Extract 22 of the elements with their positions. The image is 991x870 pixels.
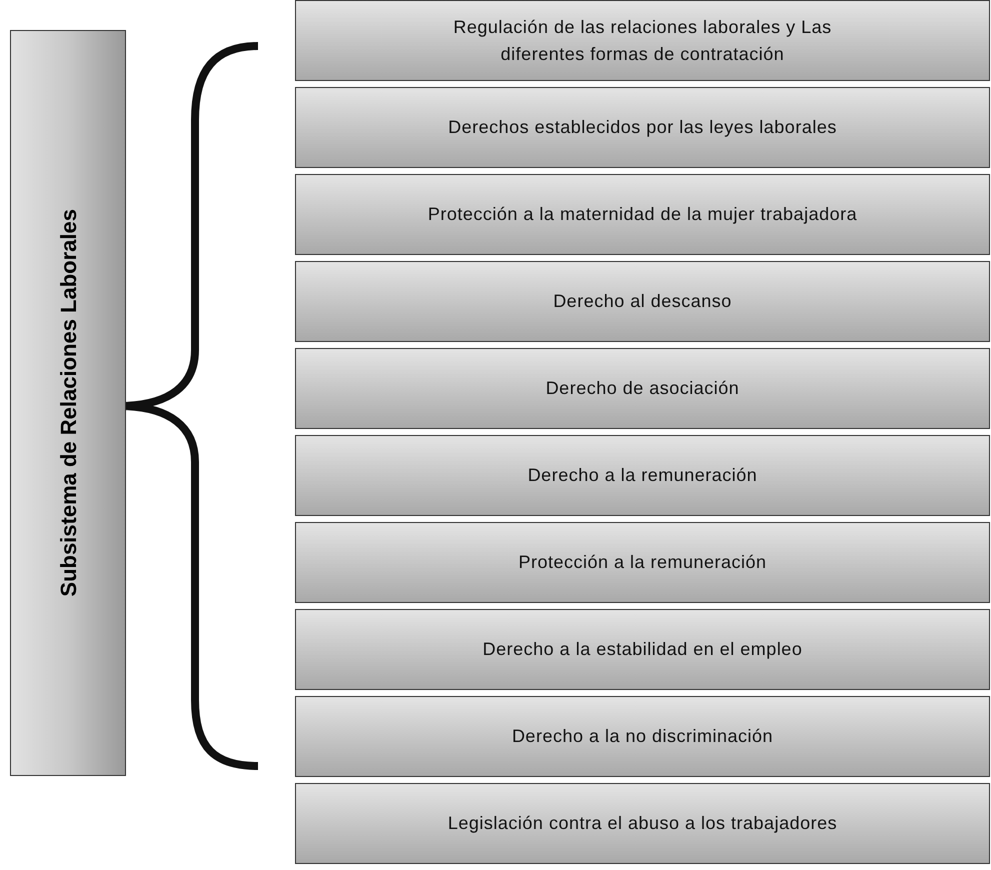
vertical-title: Subsistema de Relaciones Laborales <box>54 209 82 597</box>
item-text: Legislación contra el abuso a los trabajadores <box>448 812 838 835</box>
item-box <box>295 435 990 516</box>
item-box <box>295 522 990 603</box>
item-box <box>295 87 990 168</box>
item-box <box>295 609 990 690</box>
item-text: Protección a la remuneración <box>518 551 767 574</box>
vertical-title-box <box>10 30 126 776</box>
item-text: Derecho al descanso <box>553 290 732 313</box>
item-text: Derecho de asociación <box>546 377 740 400</box>
item-box <box>295 348 990 429</box>
item-text: Protección a la maternidad de la mujer trabajadora <box>428 203 858 226</box>
item-box <box>295 261 990 342</box>
item-text: Derechos establecidos por las leyes laborales <box>448 116 837 139</box>
item-text: Derecho a la no discriminación <box>512 725 774 748</box>
item-box <box>295 696 990 777</box>
item-box <box>295 783 990 864</box>
item-text: Derecho a la remuneración <box>528 464 758 487</box>
item-text: Derecho a la estabilidad en el empleo <box>482 638 802 661</box>
item-box <box>295 0 990 81</box>
item-box <box>295 174 990 255</box>
item-text: Regulación de las relaciones laborales y Las diferentes formas de contratación <box>452 16 833 66</box>
